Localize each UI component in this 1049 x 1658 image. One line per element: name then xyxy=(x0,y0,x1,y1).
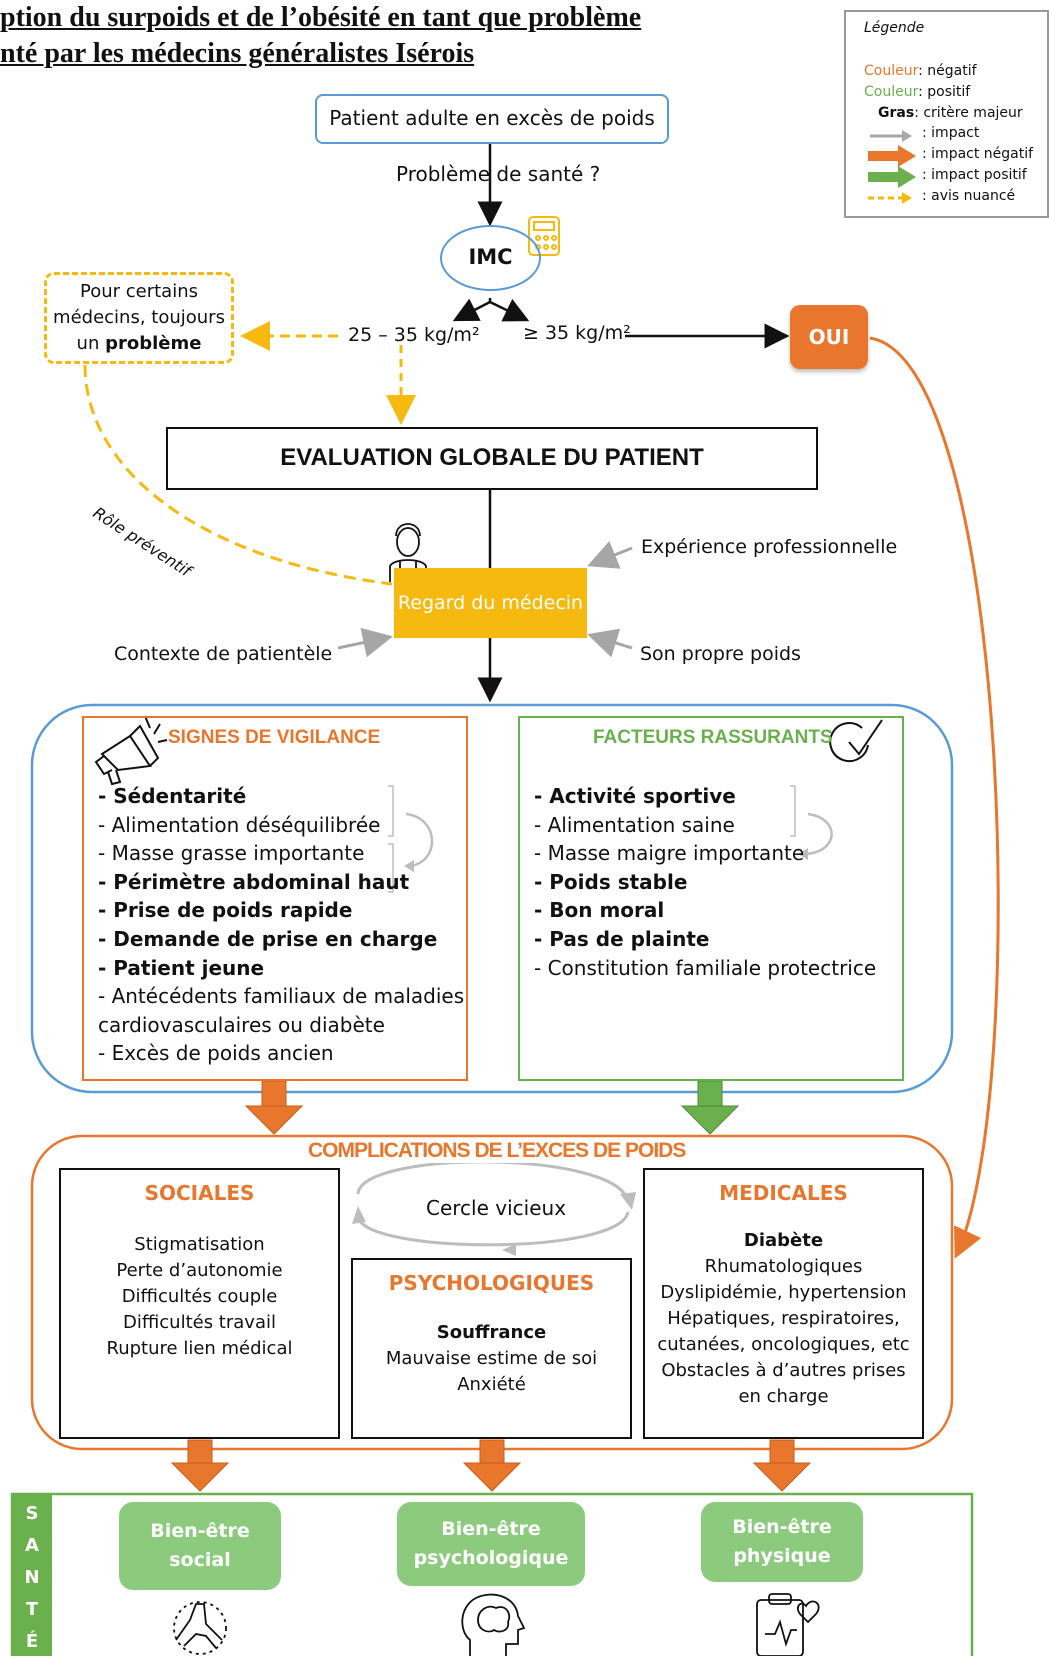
list-item: - Bon moral xyxy=(534,898,665,923)
arrow-imc-high xyxy=(489,298,530,322)
list-item: cutanées, oncologiques, etc xyxy=(657,1334,910,1355)
signs-container xyxy=(30,703,954,1094)
list-item: - Prise de poids rapide xyxy=(98,898,353,923)
bmi-low-label: 25 – 35 kg/m² xyxy=(348,324,480,346)
vigilance-title: SIGNES DE VIGILANCE xyxy=(168,727,381,748)
list-item: - Sédentarité xyxy=(98,784,247,808)
list-item: - Patient jeune xyxy=(98,955,265,980)
legend: Légende Couleur: négatif Couleur: positi… xyxy=(844,10,1049,218)
certains-box: Pour certains médecins, toujours un prob… xyxy=(44,272,234,364)
figure-title: ption du surpoids et de l’obésité en tan… xyxy=(0,0,641,72)
list-item: en charge xyxy=(738,1386,829,1407)
handshake-icon xyxy=(173,1601,227,1655)
vigilance-box xyxy=(82,716,468,1081)
clipboard-heart-icon xyxy=(756,1593,820,1656)
brain-head-icon xyxy=(461,1593,526,1656)
legend-row-avis-nuance: : avis nuancé xyxy=(922,188,1016,204)
list-item: Souffrance xyxy=(436,1322,547,1343)
arrow-contexte xyxy=(337,627,393,658)
arrow-oui-medicales xyxy=(869,336,1000,1259)
list-item: Obstacles à d’autres prises xyxy=(661,1360,906,1381)
list-item: Rupture lien médical xyxy=(106,1338,293,1359)
oui-node: OUI xyxy=(790,305,868,369)
list-item: Anxiété xyxy=(457,1374,526,1395)
complications-title: COMPLICATIONS DE L’EXCES DE POIDS xyxy=(304,1139,690,1163)
medicales-title: MEDICALES xyxy=(719,1181,848,1205)
legend-row-gras: Gras: critère majeur xyxy=(878,105,1023,121)
big-arrow-rassurants xyxy=(680,1080,740,1135)
list-item: - Alimentation déséquilibrée xyxy=(98,812,381,837)
list-item: - Activité sportive xyxy=(534,784,736,808)
arrow-propre-poids xyxy=(587,628,633,658)
evaluation-box: EVALUATION GLOBALE DU PATIENT xyxy=(166,427,818,490)
arrow-imc-low xyxy=(452,298,491,322)
list-item: cardiovasculaires ou diabète xyxy=(98,1012,385,1037)
list-item: Difficultés travail xyxy=(123,1312,276,1333)
list-item: Difficultés couple xyxy=(121,1286,278,1307)
legend-heading: Légende xyxy=(864,20,925,36)
list-item: - Masse grasse importante xyxy=(98,841,365,866)
list-item: - Alimentation saine xyxy=(534,812,735,837)
legend-swatches xyxy=(868,130,916,204)
big-arrow-medicales xyxy=(752,1439,812,1492)
sociales-title: SOCIALES xyxy=(144,1181,255,1205)
list-item: - Masse maigre importante xyxy=(534,841,805,866)
propre-poids-label: Son propre poids xyxy=(640,643,801,665)
title-line-2: nté par les médecins généralistes Iséroi… xyxy=(0,38,475,69)
list-item: Diabète xyxy=(743,1230,824,1251)
rassurants-title: FACTEURS RASSURANTS xyxy=(593,727,833,748)
list-item: Dyslipidémie, hypertension xyxy=(660,1282,907,1303)
sociales-box: SOCIALES Stigmatisation Perte d’autonomi… xyxy=(59,1168,340,1439)
list-item: Perte d’autonomie xyxy=(116,1260,283,1281)
imc-node: IMC xyxy=(440,225,541,291)
cercle-vicieux-label: Cercle vicieux xyxy=(426,1196,567,1220)
big-arrow-psycho xyxy=(462,1439,522,1492)
list-item: - Poids stable xyxy=(534,869,688,894)
legend-row-impact-negatif: : impact négatif xyxy=(922,146,1034,162)
list-item: Mauvaise estime de soi xyxy=(385,1348,598,1369)
big-arrow-sociales xyxy=(170,1439,230,1492)
medicales-box: MEDICALES Diabète Rhumatologiques Dyslip… xyxy=(643,1168,924,1439)
list-item: - Périmètre abdominal haut xyxy=(98,869,410,894)
list-item: Rhumatologiques xyxy=(704,1256,863,1277)
vigilance-bracket xyxy=(388,785,434,893)
list-item: Hépatiques, respiratoires, xyxy=(667,1308,900,1329)
rassurants-box xyxy=(518,716,904,1081)
sante-label: S A N T É xyxy=(24,1503,40,1652)
title-line-1: ption du surpoids et de l’obésité en tan… xyxy=(0,2,642,33)
list-item: - Pas de plainte xyxy=(534,926,710,951)
bmi-high-label: ≥ 35 kg/m² xyxy=(523,322,631,344)
patient-box: Patient adulte en excès de poids xyxy=(315,94,669,144)
arrow-role-preventif xyxy=(83,364,393,586)
big-arrow-vigilance xyxy=(244,1080,304,1135)
list-item: - Demande de prise en charge xyxy=(98,926,438,951)
rassurants-bracket xyxy=(790,785,833,860)
legend-row-positif: Couleur: positif xyxy=(864,84,971,100)
arrow-experience xyxy=(587,540,633,569)
check-circle-icon xyxy=(829,719,883,762)
vigilance-list: - Sédentarité - Alimentation déséquilibr… xyxy=(98,782,464,1068)
rassurants-list: - Activité sportive - Alimentation saine… xyxy=(534,782,876,982)
question-label: Problème de santé ? xyxy=(396,162,601,186)
sante-sidebar xyxy=(12,1494,52,1656)
contexte-label: Contexte de patientèle xyxy=(114,643,333,665)
megaphone-icon xyxy=(94,715,168,786)
list-item: Stigmatisation xyxy=(134,1234,265,1255)
psycho-title: PSYCHOLOGIQUES xyxy=(388,1271,595,1295)
list-item: - Antécédents familiaux de maladies xyxy=(98,984,465,1009)
legend-row-impact-positif: : impact positif xyxy=(922,167,1027,183)
list-item: - Constitution familiale protectrice xyxy=(534,955,877,980)
legend-row-negatif: Couleur: négatif xyxy=(864,63,977,79)
legend-row-impact: : impact xyxy=(922,125,980,141)
experience-label: Expérience professionnelle xyxy=(641,536,898,558)
list-item: - Excès de poids ancien xyxy=(98,1041,334,1066)
regard-medecin-box: Regard du médecin xyxy=(394,568,587,638)
psycho-box: PSYCHOLOGIQUES Souffrance Mauvaise estim… xyxy=(351,1258,632,1439)
